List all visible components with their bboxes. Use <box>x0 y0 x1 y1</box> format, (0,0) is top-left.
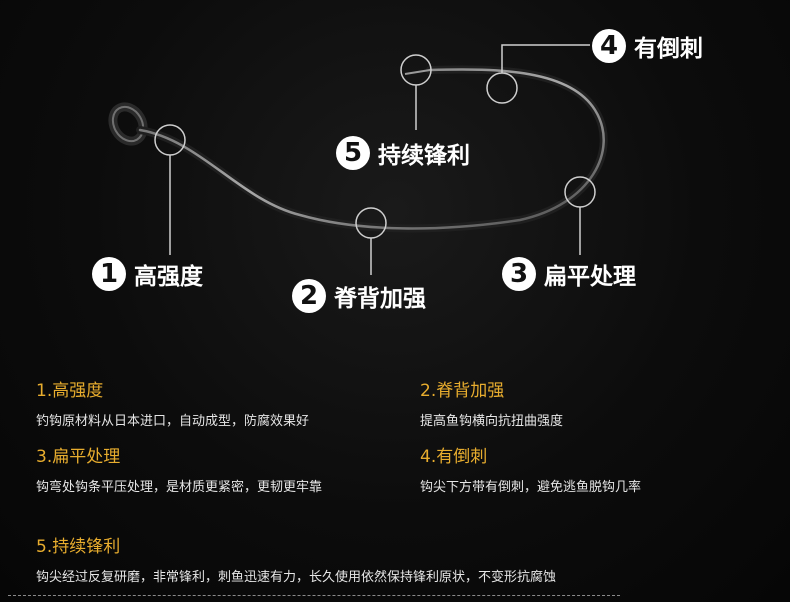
feature-desc-1: 钓钩原材料从日本进口，自动成型，防腐效果好 <box>36 414 310 429</box>
callout-high-strength: 1 高强度 <box>92 257 203 291</box>
hook-point-icon <box>404 69 431 75</box>
feature-desc-3: 钩弯处钩条平压处理，是材质更紧密，更韧更牢靠 <box>36 480 323 495</box>
callout-label-2: 脊背加强 <box>334 286 426 312</box>
feature-desc-5: 钩尖经过反复研磨，非常锋利，刺鱼迅速有力，长久使用依然保持锋利原状，不变形抗腐蚀 <box>36 570 557 585</box>
feature-title-1: 1.高强度 <box>36 381 104 401</box>
callout-barbed: 4 有倒刺 <box>592 29 703 63</box>
callout-label-4: 有倒刺 <box>634 36 703 62</box>
feature-title-3: 3.扁平处理 <box>36 447 121 467</box>
feature-2: 2.脊背加强 提高鱼钩横向抗扭曲强度 <box>420 376 760 435</box>
callout-number-4: 4 <box>592 29 626 63</box>
callout-number-5: 5 <box>336 136 370 170</box>
callout-number-2: 2 <box>292 279 326 313</box>
feature-3: 3.扁平处理 钩弯处钩条平压处理，是材质更紧密，更韧更牢靠 <box>36 442 361 501</box>
feature-5: 5.持续锋利 钩尖经过反复研磨，非常锋利，刺鱼迅速有力，长久使用依然保持锋利原状… <box>36 532 756 591</box>
feature-4: 4.有倒刺 钩尖下方带有倒刺，避免逃鱼脱钩几率 <box>420 442 760 501</box>
leader-line-4 <box>501 44 590 73</box>
feature-title-2: 2.脊背加强 <box>420 381 505 401</box>
feature-title-4: 4.有倒刺 <box>420 447 488 467</box>
callout-flattened: 3 扁平处理 <box>502 257 636 291</box>
callout-number-3: 3 <box>502 257 536 291</box>
callout-label-1: 高强度 <box>134 264 203 290</box>
callout-spine-reinforced: 2 脊背加强 <box>292 279 426 313</box>
feature-title-5: 5.持续锋利 <box>36 537 121 557</box>
feature-1: 1.高强度 钓钩原材料从日本进口，自动成型，防腐效果好 <box>36 376 376 435</box>
callout-label-5: 持续锋利 <box>378 143 470 169</box>
callout-lasting-sharp: 5 持续锋利 <box>336 136 470 170</box>
hook-eye-icon <box>108 102 148 146</box>
feature-desc-4: 钩尖下方带有倒刺，避免逃鱼脱钩几率 <box>420 480 642 495</box>
feature-desc-2: 提高鱼钩横向抗扭曲强度 <box>420 414 564 429</box>
marker-circle-4 <box>486 72 518 104</box>
callout-label-3: 扁平处理 <box>544 264 636 290</box>
hook-shine-icon <box>138 68 605 230</box>
dashed-divider <box>8 595 620 596</box>
callout-number-1: 1 <box>92 257 126 291</box>
